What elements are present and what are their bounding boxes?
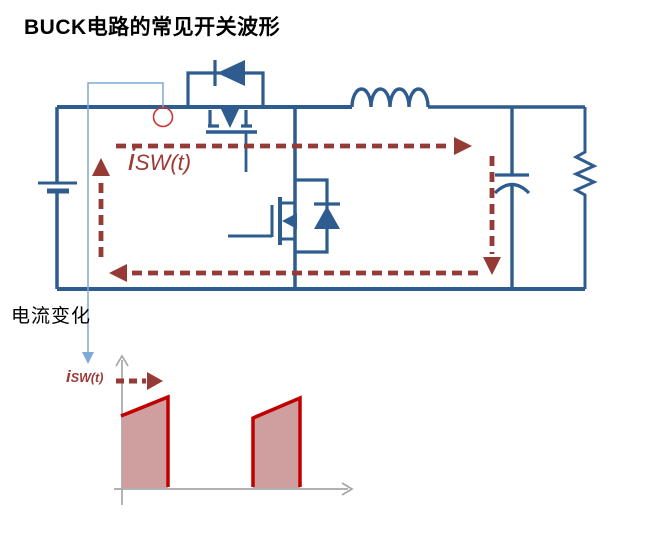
load-resistor xyxy=(572,107,598,289)
current-pulse-1-fill xyxy=(122,397,168,488)
current-loop-right-arrow-icon xyxy=(454,137,472,155)
ls-mosfet-stubs xyxy=(280,201,295,241)
cap-curved-plate xyxy=(493,182,531,195)
hs-diode-loop-wire xyxy=(186,71,265,107)
current-pulse-1-edge xyxy=(120,394,170,487)
switch-current-label-i: i xyxy=(128,142,135,177)
callout-connector xyxy=(82,82,164,364)
waveform-direction-arrow-icon xyxy=(147,372,163,390)
waveform-axis-label: iSW(t) xyxy=(66,368,103,387)
ls-mosfet-arrow-icon xyxy=(282,213,297,229)
current-pulse-2-fill xyxy=(253,398,300,488)
low-side-mosfet xyxy=(228,178,340,254)
waveform-axis-label-rest: SW(t) xyxy=(70,371,104,385)
inductor-coil xyxy=(350,87,430,108)
current-loop-left-arrow-icon xyxy=(109,264,127,282)
battery-symbol xyxy=(38,181,77,194)
output-capacitor xyxy=(493,107,531,289)
current-loop xyxy=(92,137,501,282)
hs-mosfet-arrow-icon xyxy=(221,109,239,128)
ls-diode-icon xyxy=(314,206,340,229)
switch-node-circle-marker xyxy=(152,106,174,128)
slide-title: BUCK电路的常见开关波形 xyxy=(24,16,281,39)
current-loop-down-arrow-icon xyxy=(483,257,501,275)
hs-diode-icon xyxy=(217,60,245,86)
current-pulse-2-edge xyxy=(251,395,302,487)
y-axis-arrow-icon xyxy=(115,354,129,367)
switch-current-label-rest: SW(t) xyxy=(134,150,192,175)
current-loop-dashes xyxy=(98,143,495,276)
current-waveform-plot xyxy=(114,354,354,505)
current-loop-up-arrow-icon xyxy=(92,158,110,176)
waveform-axis-label-i: i xyxy=(66,367,71,386)
circuit-wires xyxy=(55,105,585,291)
hs-mosfet-right-contact xyxy=(241,110,252,128)
high-side-mosfet xyxy=(186,60,265,172)
current-change-heading: 电流变化 xyxy=(11,306,92,327)
x-axis-arrow-icon xyxy=(341,482,354,496)
callout-line xyxy=(87,82,164,353)
hs-mosfet-left-contact xyxy=(208,110,219,128)
switch-current-label: iSW(t) xyxy=(128,144,191,175)
callout-down-arrow-icon xyxy=(82,352,94,364)
